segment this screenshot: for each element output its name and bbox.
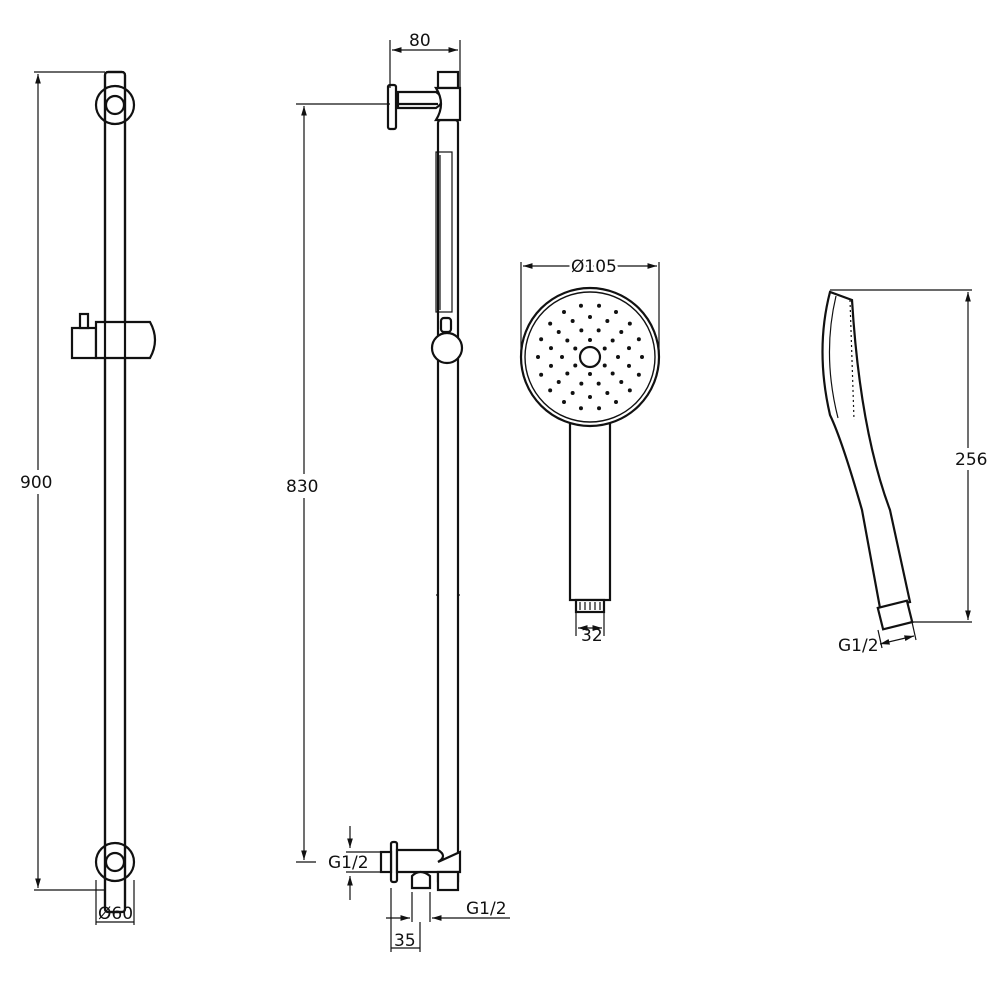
- dim-handset-length: 256: [830, 289, 987, 623]
- nozzle-dot: [627, 388, 632, 393]
- rail-front-view: [70, 70, 157, 914]
- dim-label-handset-g12: G1/2: [838, 636, 879, 656]
- nozzle-dot: [539, 372, 544, 377]
- nozzle-dot: [610, 338, 615, 343]
- dim-label-outlet-g12: G1/2: [466, 899, 507, 919]
- dim-label-80: 80: [409, 31, 431, 51]
- nozzle-dot: [605, 318, 610, 323]
- nozzle-dot: [616, 355, 620, 359]
- wall-outlet-elbow: [379, 840, 462, 892]
- dim-label-35: 35: [394, 931, 416, 951]
- nozzle-dot: [626, 346, 631, 351]
- nozzle-dot: [610, 371, 615, 376]
- nozzle-dot: [596, 328, 601, 333]
- nozzle-dot: [588, 395, 592, 399]
- dim-label-inlet-g12: G1/2: [328, 853, 369, 873]
- dim-label-830: 830: [286, 477, 318, 497]
- nozzle-dot: [619, 379, 624, 384]
- slider-holder: [70, 312, 157, 360]
- nozzle-dot: [614, 309, 618, 314]
- nozzle-dot: [556, 330, 561, 335]
- nozzle-dot: [565, 338, 570, 343]
- nozzle-dot: [565, 371, 570, 376]
- nozzle-dot: [549, 363, 554, 368]
- nozzle-dot: [619, 330, 624, 335]
- nozzle-dot: [596, 381, 601, 386]
- nozzle-dot: [626, 363, 631, 368]
- nozzle-dot: [640, 355, 644, 359]
- nozzle-dot: [614, 400, 618, 405]
- spray-nozzles: [536, 303, 644, 411]
- nozzle-dot: [605, 391, 610, 396]
- nozzle-dot: [562, 309, 566, 314]
- nozzle-dot: [636, 337, 641, 342]
- nozzle-dot: [556, 379, 561, 384]
- nozzle-dot: [548, 321, 553, 326]
- nozzle-dot: [578, 303, 583, 308]
- nozzle-dot: [548, 388, 553, 393]
- dim-rail-length: 900: [18, 71, 105, 891]
- dim-centres: 830: [284, 103, 390, 863]
- nozzle-dot: [579, 381, 584, 386]
- dim-label-32: 32: [581, 626, 603, 646]
- dim-label-900: 900: [20, 473, 52, 493]
- dim-projection: 80: [389, 31, 461, 88]
- nozzle-dot: [597, 406, 602, 411]
- nozzle-dot: [627, 321, 632, 326]
- nozzle-dot: [602, 346, 607, 351]
- dim-inlet-thread: G1/2: [328, 826, 380, 900]
- nozzle-dot: [570, 318, 575, 323]
- nozzle-dot: [597, 303, 602, 308]
- dim-outlet: G1/2 35: [386, 888, 510, 952]
- rail-side-view: [379, 70, 464, 892]
- dim-handset-thread: G1/2: [838, 621, 917, 656]
- dim-handle-width: 32: [575, 612, 605, 646]
- nozzle-dot: [560, 355, 564, 359]
- dim-label-head-diameter: Ø105: [571, 257, 617, 277]
- dim-label-bracket-diameter: Ø60: [98, 904, 133, 924]
- nozzle-dot: [588, 315, 592, 319]
- nozzle-dot: [536, 355, 540, 359]
- nozzle-dot: [588, 338, 592, 342]
- nozzle-dot: [573, 346, 578, 351]
- dim-head-diameter: Ø105: [520, 255, 660, 357]
- nozzle-dot: [549, 346, 554, 351]
- nozzle-dot: [588, 372, 592, 376]
- nozzle-dot: [602, 363, 607, 368]
- handset-front-view: [519, 286, 661, 614]
- nozzle-dot: [570, 391, 575, 396]
- nozzle-dot: [636, 372, 641, 377]
- handset-side-view: [821, 290, 914, 631]
- nozzle-dot: [579, 328, 584, 333]
- dim-bracket-diameter: Ø60: [95, 880, 135, 925]
- dim-label-256: 256: [955, 450, 987, 470]
- nozzle-dot: [562, 400, 566, 405]
- nozzle-dot: [573, 363, 578, 368]
- nozzle-dot: [539, 337, 544, 342]
- nozzle-dot: [578, 406, 583, 411]
